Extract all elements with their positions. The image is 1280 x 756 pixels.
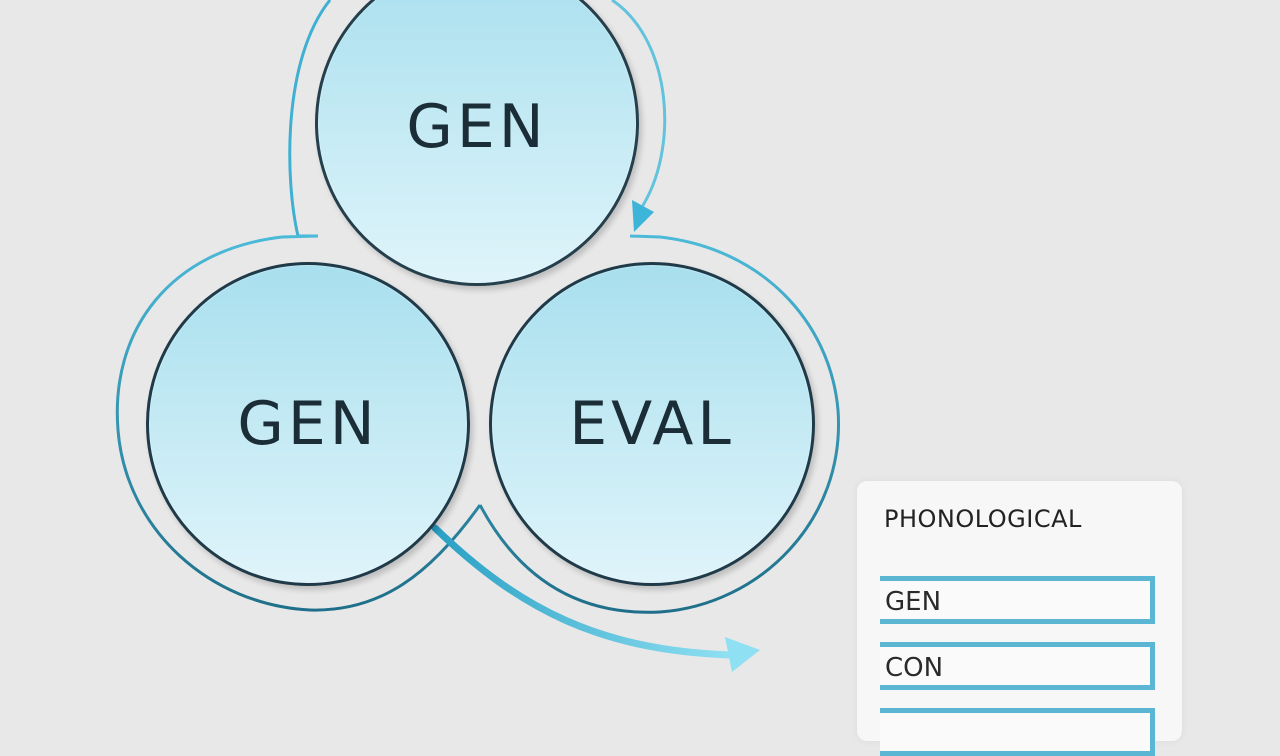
row-label: GEN (885, 587, 942, 617)
node-label: EVAL (569, 389, 735, 459)
node-gen-left[interactable]: GEN (146, 262, 470, 586)
node-label: GEN (237, 389, 379, 459)
diagram-canvas: GEN GEN EVAL PHONOLOGICAL GEN CON (115, 0, 1182, 756)
left-loop-outline (115, 234, 482, 612)
loop-arrowhead-icon (632, 200, 654, 232)
panel-title: PHONOLOGICAL (884, 505, 1082, 533)
panel-row-empty[interactable] (880, 708, 1155, 756)
row-label: CON (885, 653, 944, 683)
node-label: GEN (406, 92, 548, 162)
right-loop-outline (478, 234, 840, 614)
node-gen-top[interactable]: GEN (315, 0, 639, 286)
output-arrowhead-icon (725, 637, 760, 672)
top-loop-outline (288, 0, 332, 238)
cycle-connectors (115, 0, 840, 672)
output-arrow-shaft (431, 524, 734, 659)
panel-row-con[interactable]: CON (880, 642, 1155, 690)
top-loop-outline-right (611, 0, 667, 211)
panel-row-gen[interactable]: GEN (880, 576, 1155, 624)
phonological-panel: PHONOLOGICAL GEN CON (857, 481, 1182, 756)
node-eval[interactable]: EVAL (489, 262, 815, 586)
